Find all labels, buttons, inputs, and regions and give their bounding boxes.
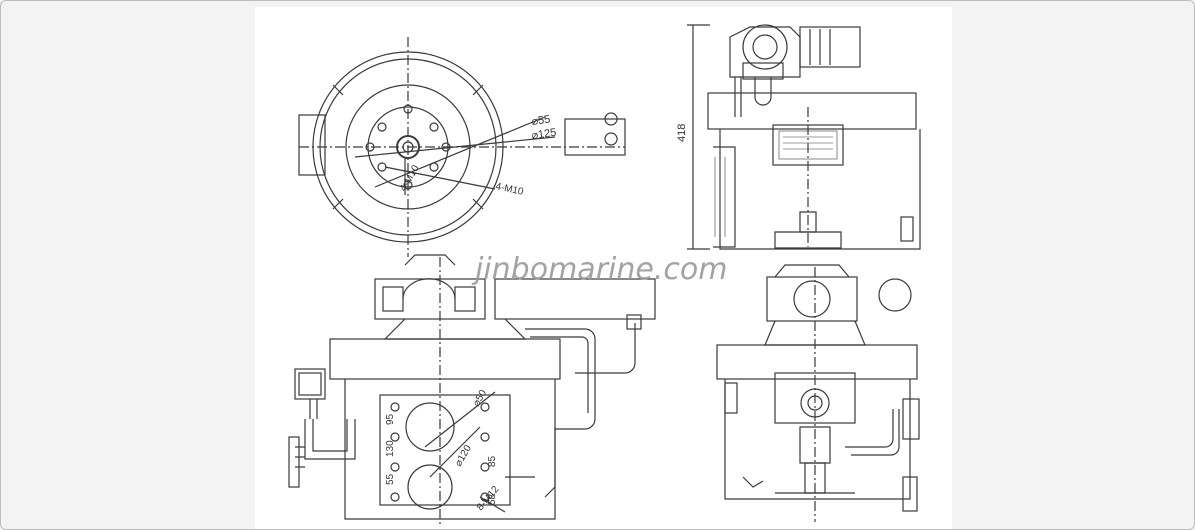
- rear-view: [716, 264, 920, 522]
- dim-dia-120: ⌀120: [453, 443, 474, 469]
- dim-dia-55: ⌀55: [531, 113, 551, 128]
- dim-95: 95: [385, 413, 396, 425]
- side-view-top: [687, 24, 921, 250]
- watermark-text: jinbomarine.com: [471, 252, 727, 287]
- technical-drawing: ⌀55 ⌀125 4-M10 4-M10: [255, 7, 952, 529]
- dim-58: 58: [487, 493, 498, 505]
- flange-top-view: [298, 37, 626, 257]
- dim-4-m10-a: 4-M10: [398, 163, 422, 193]
- dim-130: 130: [385, 440, 396, 457]
- dim-4-m10-b: 4-M10: [494, 181, 524, 198]
- drawing-canvas: ⌀55 ⌀125 4-M10 4-M10: [288, 24, 921, 527]
- front-view: [288, 254, 656, 527]
- dim-55: 55: [385, 473, 396, 485]
- dim-height-418: 418: [676, 124, 688, 142]
- dim-85: 85: [487, 455, 498, 467]
- dim-dia-125: ⌀125: [531, 127, 557, 142]
